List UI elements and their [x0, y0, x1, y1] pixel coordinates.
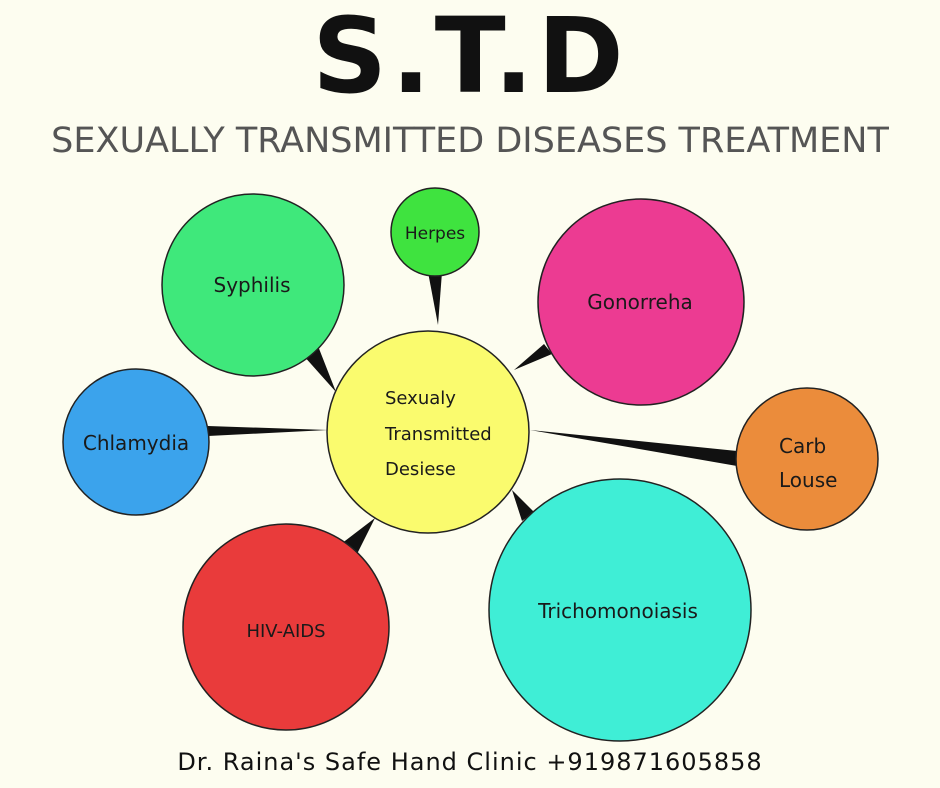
bubble-center: [326, 330, 530, 534]
label-gonorreha: Gonorreha: [587, 290, 693, 314]
page-subtitle: SEXUALLY TRANSMITTED DISEASES TREATMENT: [51, 121, 889, 161]
clinic-footer: Dr. Raina's Safe Hand Clinic +9198716058…: [177, 748, 763, 776]
label-carb-louse-line2: Louse: [779, 468, 837, 492]
bubble-gonorreha: [537, 198, 745, 406]
bubble-syphilis: [161, 193, 345, 377]
connector-gonorreha: [514, 344, 552, 370]
connector-herpes: [428, 272, 442, 325]
center-line-1: Sexualy: [385, 388, 456, 409]
connector-syphilis: [303, 346, 336, 392]
label-carb-louse-line1: Carb: [779, 434, 826, 458]
connectors: [208, 272, 737, 556]
page-title: S.T.D: [312, 0, 628, 117]
bubble-chlamydia: [62, 368, 210, 516]
bubble-trichomonoiasis: [488, 478, 752, 742]
label-trichomonoiasis: Trichomonoiasis: [537, 599, 698, 623]
center-line-2: Transmitted: [384, 424, 492, 445]
connector-chlamydia: [208, 426, 328, 436]
label-herpes: Herpes: [405, 224, 465, 244]
center-line-3: Desiese: [385, 459, 456, 480]
label-chlamydia: Chlamydia: [83, 431, 189, 455]
bubble-herpes: [390, 187, 480, 277]
label-syphilis: Syphilis: [214, 273, 291, 297]
bubble-carb-louse: [735, 387, 879, 531]
bubble-hiv-aids: [182, 523, 390, 731]
connector-trichomonoiasis: [512, 490, 534, 521]
connector-carb-louse: [530, 430, 737, 466]
label-hiv-aids: HIV-AIDS: [246, 621, 325, 642]
